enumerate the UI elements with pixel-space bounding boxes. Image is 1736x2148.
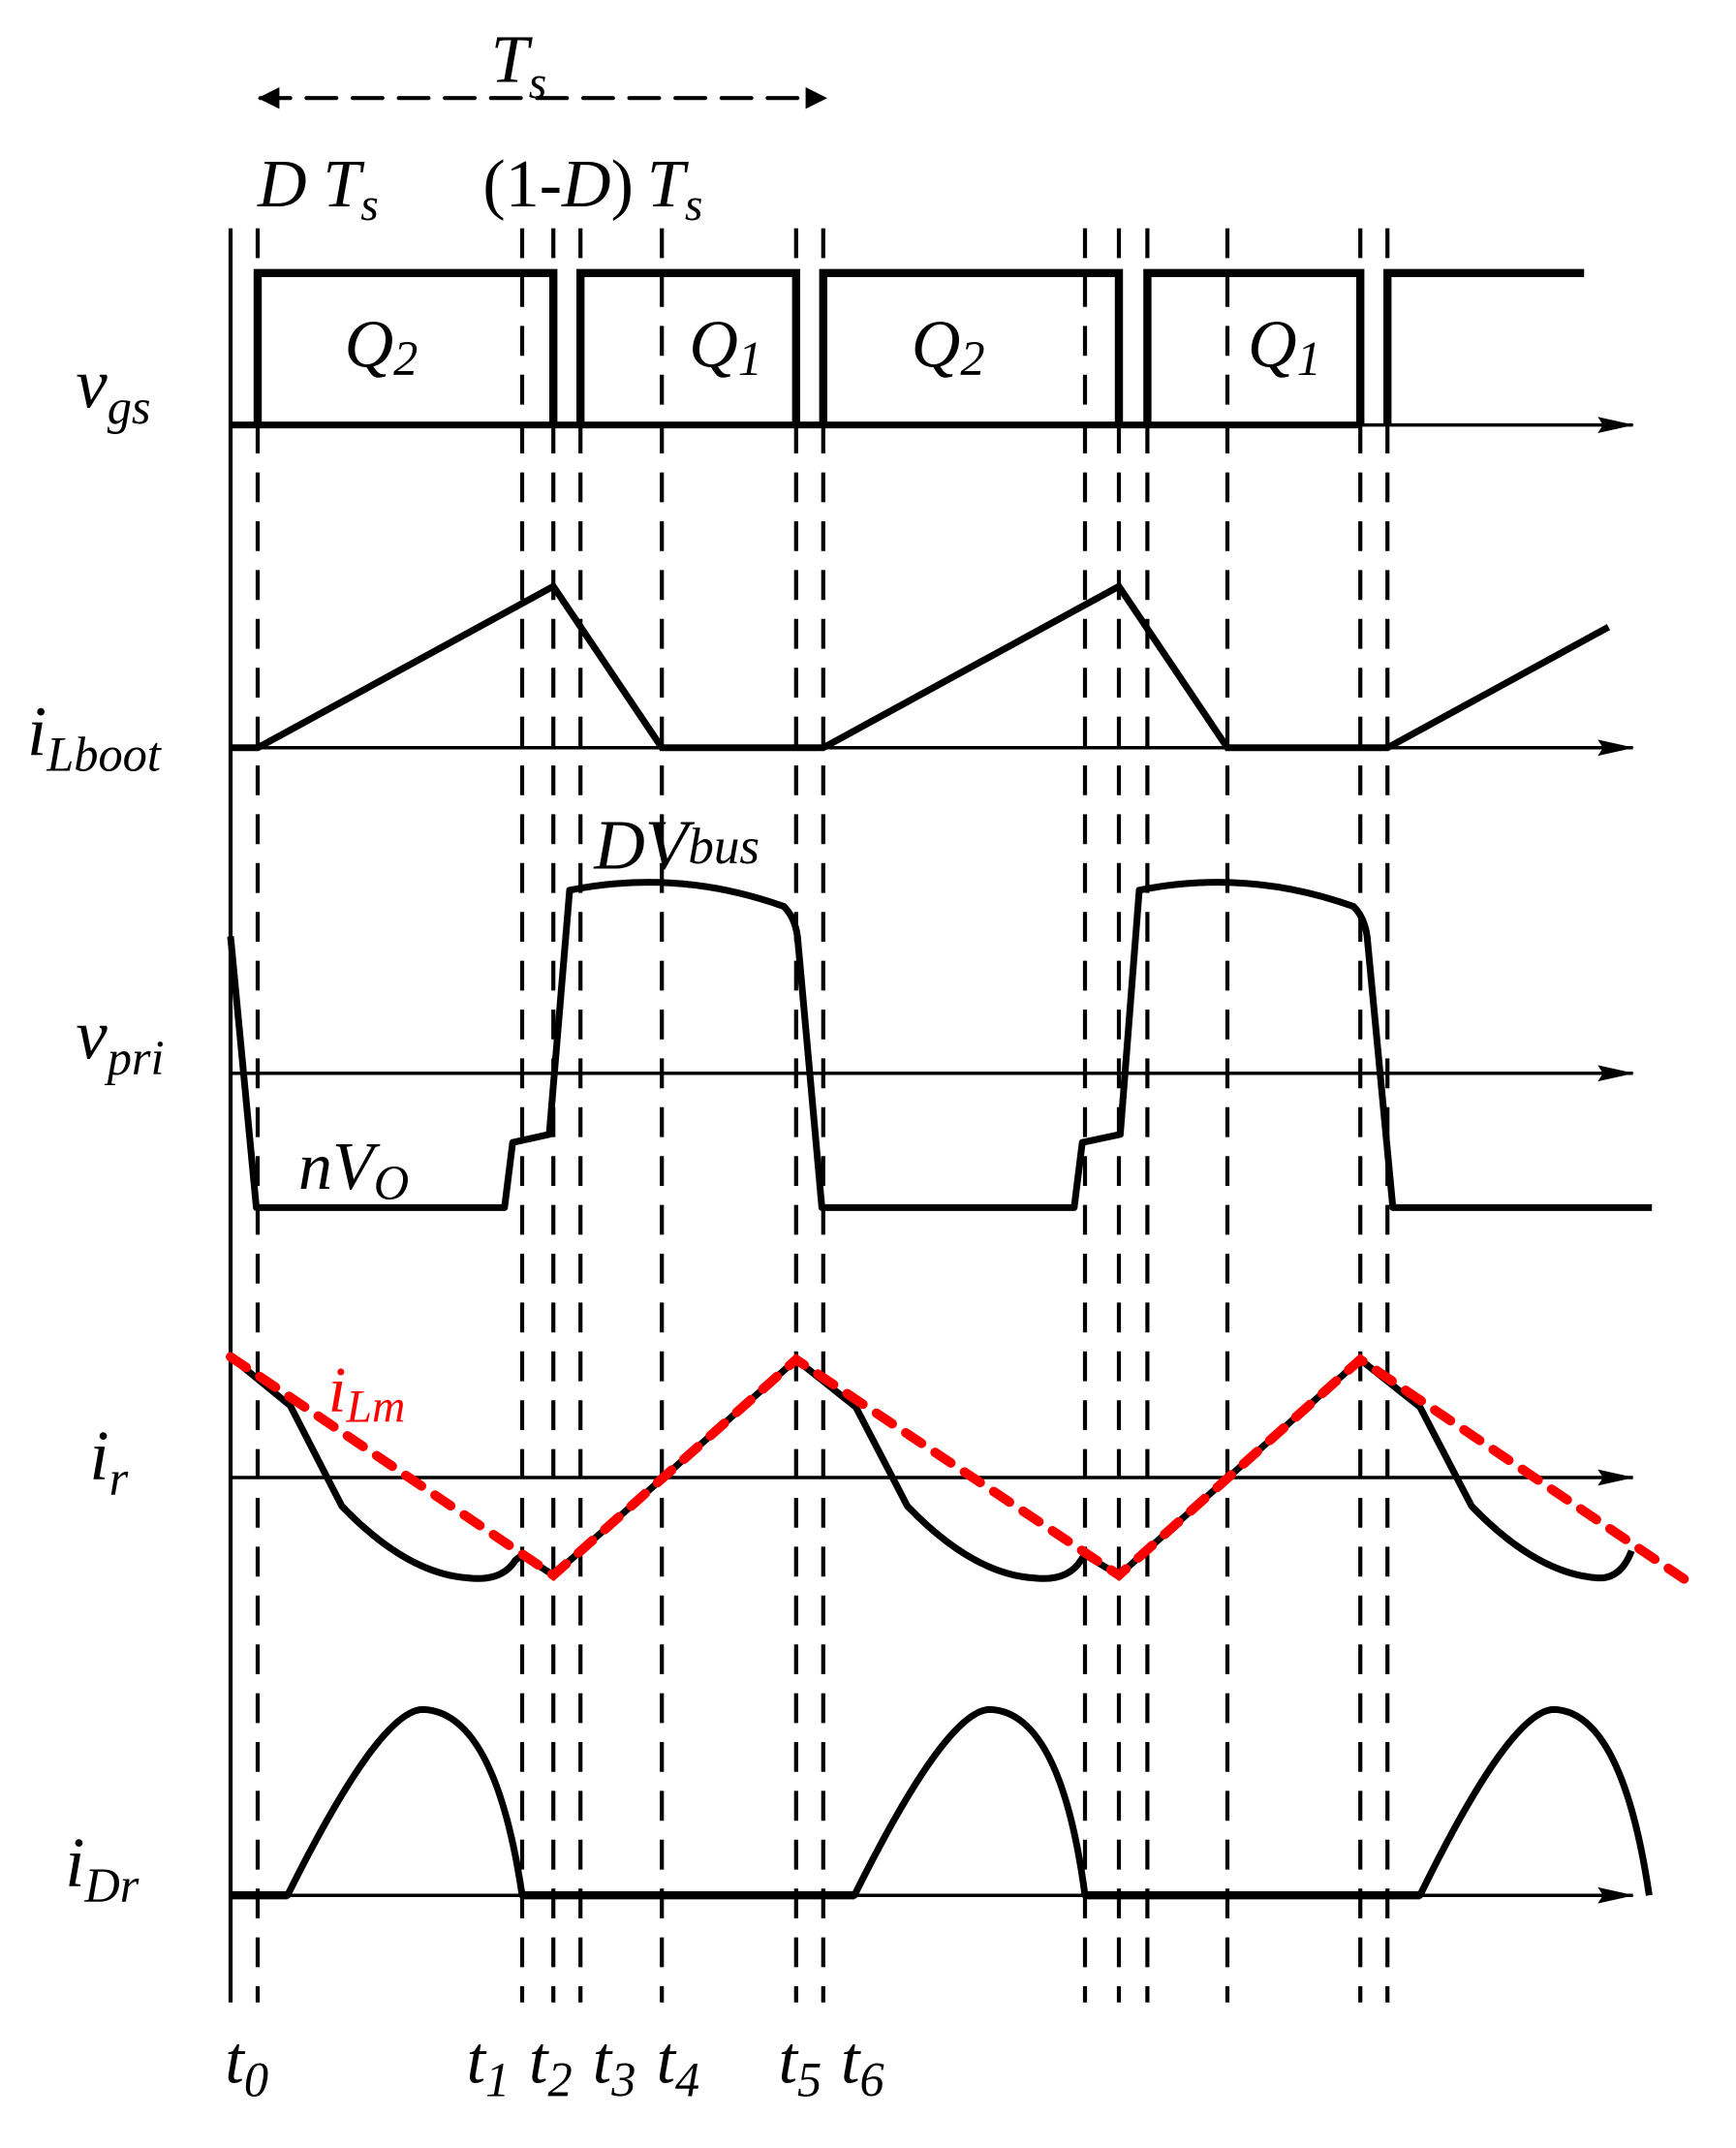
time-marker-lines (255, 228, 1390, 2003)
ilm-label: iLm (328, 1353, 406, 1432)
vpri-waveform (227, 879, 1653, 1211)
signal-label-idr: iDr (65, 1822, 140, 1913)
idr-waveform (230, 1705, 1653, 1899)
period-arrow (258, 87, 827, 109)
time-label-t6: t6 (841, 2023, 884, 2106)
complement-interval-label: (1-D)Ts (482, 147, 702, 231)
pulse-label-q2-second: Q2 (912, 307, 985, 385)
period-label: Ts (491, 22, 546, 109)
time-label-t1: t1 (467, 2023, 511, 2106)
time-label-t0: t0 (225, 2023, 268, 2106)
ir-waveform (228, 1354, 1635, 1582)
signal-label-ilboot: iLboot (27, 692, 163, 782)
ilboot-waveform (230, 581, 1611, 752)
dvbus-label: DVbus (593, 805, 760, 884)
time-labels: t0 t1 t2 t3 t4 t5 t6 (225, 2023, 884, 2106)
nvo-label: nVO (298, 1130, 409, 1210)
signal-label-vgs: vgs (76, 344, 150, 434)
time-label-t5: t5 (779, 2023, 822, 2106)
signal-label-ir: ir (89, 1416, 128, 1506)
pulse-label-q2-first: Q2 (345, 307, 418, 385)
time-label-t3: t3 (593, 2023, 636, 2106)
time-label-t4: t4 (657, 2023, 700, 2106)
ilm-waveform (226, 1352, 1690, 1584)
time-label-t2: t2 (529, 2023, 573, 2106)
pulse-label-q1-first: Q1 (689, 307, 762, 385)
pulse-label-q1-second: Q1 (1248, 307, 1321, 385)
signal-label-vpri: vpri (76, 995, 164, 1085)
vgs-waveform (230, 268, 1585, 429)
